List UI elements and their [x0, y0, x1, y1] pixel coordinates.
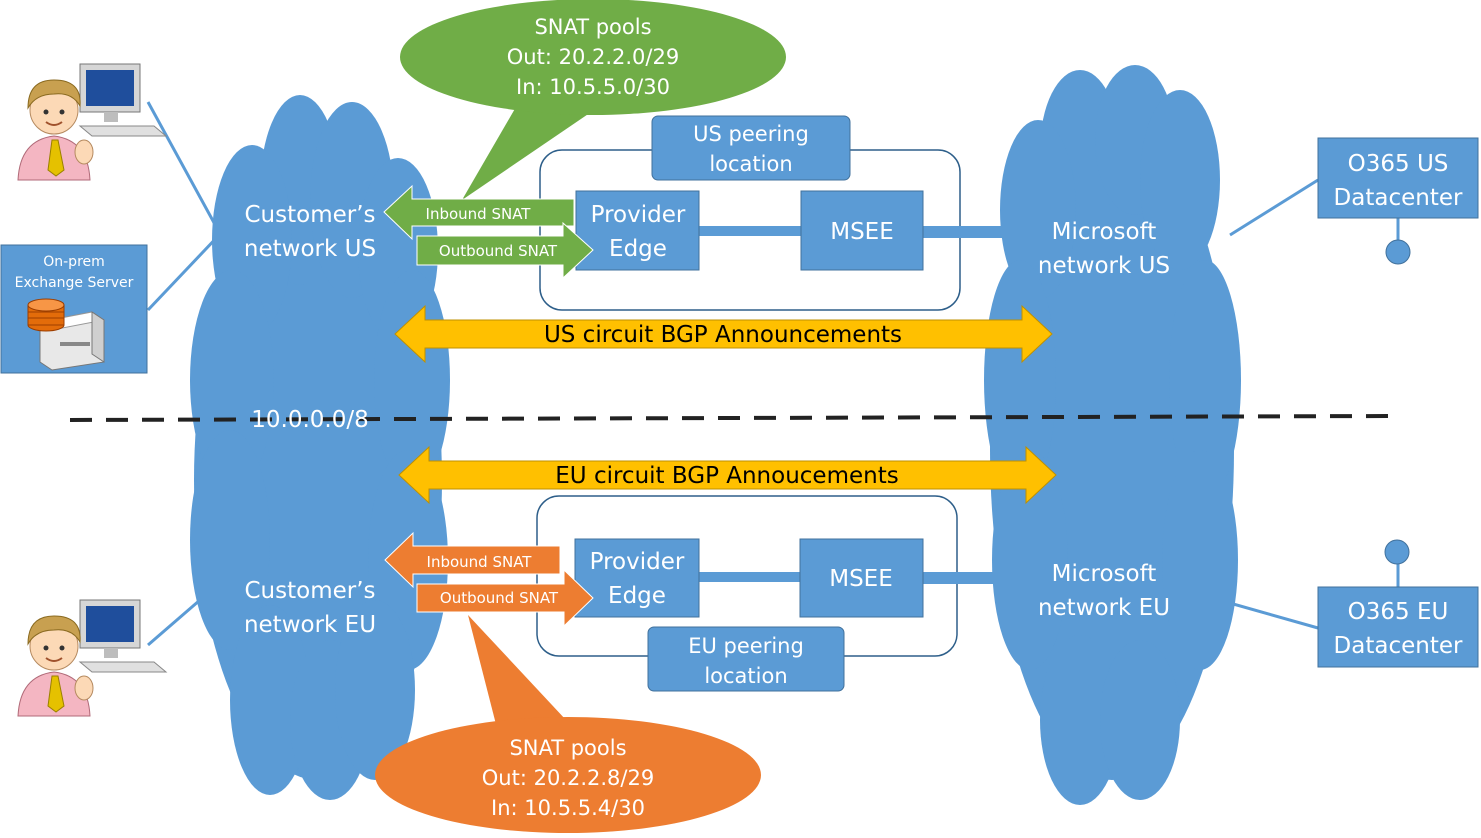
user-us-link	[146, 101, 220, 231]
us-peering-label: US peering location	[651, 115, 851, 181]
customer-us-line1: Customer’s	[244, 202, 375, 228]
user-eu-icon	[17, 599, 168, 717]
eu-peering-label: EU peering location	[647, 626, 845, 692]
msee-us-box: MSEE	[800, 190, 924, 271]
onprem-exchange-server-box: On-prem Exchange Server	[0, 244, 148, 374]
snat-pools-eu-bubble: SNAT pools Out: 20.2.2.8/29 In: 10.5.5.4…	[375, 615, 761, 833]
provider-edge-eu-box: Provider Edge	[574, 538, 700, 618]
customer-us-line2: network US	[244, 236, 376, 262]
bgp-us-label: US circuit BGP Announcements	[544, 322, 902, 348]
eu-peering-line1: EU peering	[688, 634, 804, 658]
onprem-link	[146, 230, 224, 312]
snat-us-in: In: 10.5.5.0/30	[516, 75, 670, 99]
snat-eu-out: Out: 20.2.2.8/29	[482, 766, 654, 790]
user-us-icon	[17, 63, 168, 181]
provider-edge-us-line1: Provider	[591, 202, 686, 228]
snat-us-title: SNAT pools	[534, 15, 651, 39]
snat-eu-title: SNAT pools	[509, 736, 626, 760]
provider-edge-us-box: Provider Edge	[575, 190, 700, 271]
o365-us-line1: O365 US	[1348, 151, 1449, 177]
o365-us-line2: Datacenter	[1334, 185, 1463, 211]
provider-edge-eu-line2: Edge	[608, 583, 666, 609]
outbound-snat-us-arrow: Outbound SNAT	[416, 221, 594, 280]
snat-pools-us-bubble: SNAT pools Out: 20.2.2.0/29 In: 10.5.5.0…	[400, 0, 786, 200]
us-peering-line2: location	[709, 152, 792, 176]
bgp-eu-label: EU circuit BGP Annoucements	[555, 463, 898, 489]
o365-us-pin	[1385, 239, 1411, 265]
outbound-snat-eu-label: Outbound SNAT	[440, 589, 559, 607]
o365-eu-datacenter-box: O365 EU Datacenter	[1317, 586, 1479, 668]
circuit-links	[698, 226, 1022, 584]
msee-us-label: MSEE	[830, 219, 894, 245]
customer-network-cloud	[190, 95, 450, 800]
bgp-eu-arrow: EU circuit BGP Annoucements	[398, 445, 1057, 505]
microsoft-network-cloud	[984, 65, 1241, 805]
o365-eu-line1: O365 EU	[1348, 599, 1449, 625]
provider-edge-us-line2: Edge	[609, 236, 667, 262]
o365-eu-pin	[1384, 539, 1410, 565]
us-peering-line1: US peering	[693, 122, 809, 146]
region-divider	[69, 414, 1391, 422]
msee-eu-box: MSEE	[799, 538, 924, 618]
o365-us-datacenter-box: O365 US Datacenter	[1317, 137, 1479, 219]
o365-eu-line2: Datacenter	[1334, 633, 1463, 659]
outbound-snat-eu-arrow: Outbound SNAT	[416, 568, 594, 628]
outbound-snat-us-label: Outbound SNAT	[439, 242, 558, 260]
eu-peering-line2: location	[704, 664, 787, 688]
msee-eu-label: MSEE	[829, 566, 893, 592]
microsoft-us-line2: network US	[1038, 253, 1170, 279]
customer-eu-line2: network EU	[244, 612, 376, 638]
inbound-snat-eu-label: Inbound SNAT	[427, 553, 533, 571]
inbound-snat-us-arrow: Inbound SNAT	[383, 184, 575, 241]
microsoft-eu-line1: Microsoft	[1052, 561, 1157, 587]
exchange-server-icon	[27, 298, 106, 371]
customer-eu-line1: Customer’s	[244, 578, 375, 604]
customer-prefix: 10.0.0.0/8	[251, 407, 368, 433]
snat-eu-in: In: 10.5.5.4/30	[491, 796, 645, 820]
onprem-line2: Exchange Server	[15, 275, 134, 291]
o365-us-link	[1229, 178, 1319, 237]
snat-us-out: Out: 20.2.2.0/29	[507, 45, 679, 69]
user-eu-link	[147, 598, 201, 647]
onprem-line1: On-prem	[43, 254, 105, 270]
bgp-us-arrow: US circuit BGP Announcements	[394, 304, 1053, 364]
inbound-snat-us-label: Inbound SNAT	[426, 205, 532, 223]
inbound-snat-eu-arrow: Inbound SNAT	[384, 531, 561, 589]
microsoft-us-line1: Microsoft	[1052, 219, 1157, 245]
provider-edge-eu-line1: Provider	[590, 549, 685, 575]
microsoft-eu-line2: network EU	[1038, 595, 1170, 621]
